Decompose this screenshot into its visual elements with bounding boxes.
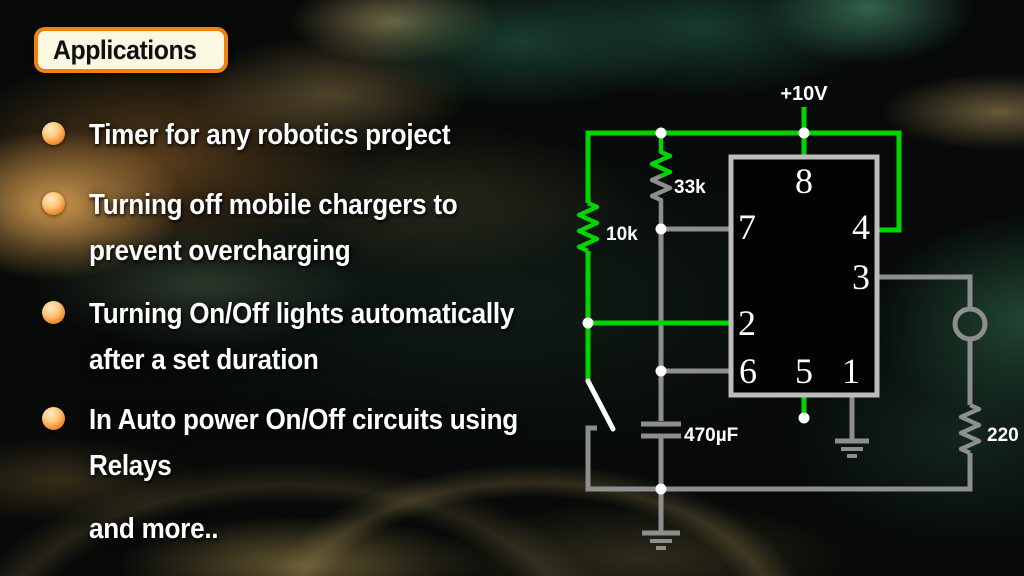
resistor-10k [576, 200, 600, 254]
resistor-33k-top [649, 133, 673, 179]
list-footer-text: and more.. [89, 513, 219, 545]
ic-pin-3: 3 [852, 257, 870, 297]
title-box: Applications [34, 27, 229, 73]
junction-dot [798, 127, 810, 139]
junction-dot [798, 412, 810, 424]
ground-symbol-main [642, 530, 680, 550]
junction-dot [655, 365, 667, 377]
bullet-icon [42, 122, 65, 145]
pin3-wire [879, 274, 973, 309]
list-item-text: In Auto power On/Off circuits using Rela… [89, 404, 518, 482]
resistor-33k-label: 33k [674, 177, 706, 198]
resistor-220-label: 220 [987, 425, 1019, 446]
bottom-bus [585, 425, 973, 492]
junction-dot [655, 127, 667, 139]
junction-dots [582, 127, 810, 495]
list-item-text: Timer for any robotics project [89, 119, 451, 151]
ground-symbol-pin1 [835, 438, 869, 458]
list-item: Turning off mobile chargers to prevent o… [40, 182, 498, 274]
list-item: Turning On/Off lights automatically afte… [40, 291, 561, 383]
list-item: Timer for any robotics project [40, 112, 490, 158]
ic-pin-4: 4 [852, 207, 870, 247]
capacitor-470uf [641, 421, 681, 439]
ic-pin-6: 6 [739, 351, 757, 391]
list-footer: and more.. [40, 506, 233, 552]
ic-pin-2: 2 [738, 303, 756, 343]
ic-pin-7: 7 [738, 207, 756, 247]
ic-pin-5: 5 [795, 351, 813, 391]
applications-list: Timer for any robotics project Turning o… [40, 0, 580, 576]
supply-label: +10V [780, 83, 828, 105]
bullet-icon [42, 192, 65, 215]
resistor-220 [958, 402, 982, 456]
capacitor-label: 470µF [684, 425, 738, 446]
gray-wires [585, 226, 973, 531]
top-bus [585, 130, 902, 233]
ic-pin-1: 1 [842, 351, 860, 391]
bullet-icon [42, 301, 65, 324]
junction-dot [582, 317, 594, 329]
page-title: Applications [53, 34, 197, 65]
resistor-10k-label: 10k [606, 224, 638, 245]
ic-pin-8: 8 [795, 161, 813, 201]
list-item: In Auto power On/Off circuits using Rela… [40, 397, 566, 489]
list-item-text: Turning On/Off lights automatically afte… [89, 298, 515, 376]
junction-dot [655, 223, 667, 235]
switch-lever [585, 378, 616, 432]
load-indicator-circle [952, 306, 988, 342]
bullet-icon [42, 407, 65, 430]
resistor-33k-bottom [649, 173, 673, 229]
ic-555-body [728, 154, 880, 398]
junction-dot [655, 483, 667, 495]
list-item-text: Turning off mobile chargers to prevent o… [89, 189, 458, 267]
